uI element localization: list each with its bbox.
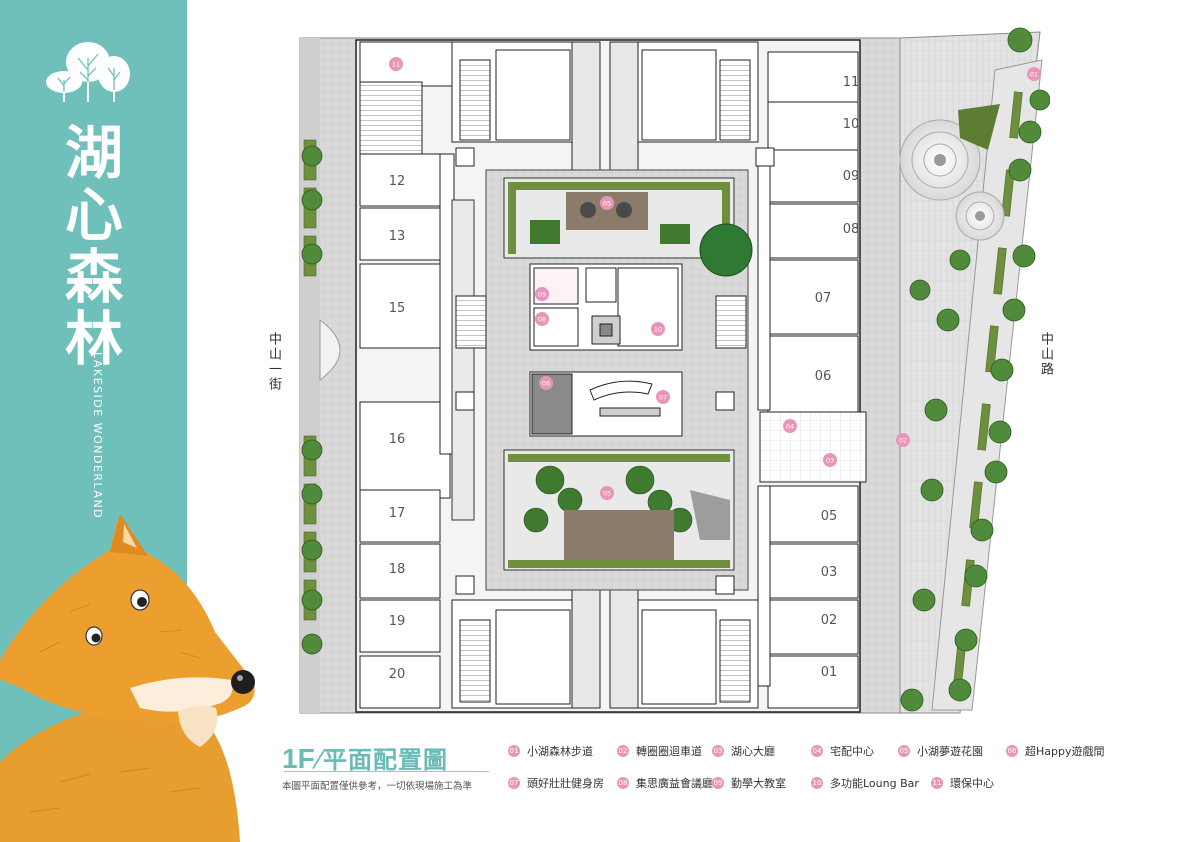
- project-title: 湖 心 森 林: [54, 122, 134, 370]
- project-subtitle: LAKESIDE WONDERLAND: [91, 352, 104, 520]
- unit-label: 03: [821, 565, 838, 580]
- north-garden: [503, 177, 753, 277]
- svg-text:08: 08: [538, 316, 546, 324]
- legend-marker-icon: 03: [712, 745, 724, 757]
- legend-marker-icon: 04: [811, 745, 823, 757]
- marker-07: 07: [656, 390, 670, 404]
- legend-item: 07 頭好壯壯健身房: [508, 775, 604, 791]
- legend-item: 03 湖心大廳: [712, 743, 775, 759]
- gym-block: [529, 371, 683, 437]
- left-unit-column: [359, 41, 455, 709]
- legend-label: 小湖森林步道: [527, 745, 593, 758]
- legend-divider: [284, 771, 489, 772]
- fountain-plaza: [899, 104, 1005, 241]
- road-label-right: 中山路: [1038, 332, 1053, 377]
- title-char: 湖: [64, 119, 123, 187]
- unit-label: 18: [389, 562, 406, 577]
- unit-label: 15: [389, 301, 406, 316]
- svg-text:05: 05: [603, 200, 611, 208]
- marker-05b: 05: [600, 486, 614, 500]
- amenity-block: [529, 263, 683, 351]
- legend-heading: 1F⁄平面配置圖: [282, 740, 448, 775]
- floor-plan: 12 13 15 16 17 18 19 20 11 10 09 08 07 0…: [299, 27, 1050, 714]
- unit-label: 17: [389, 506, 406, 521]
- legend-label: 頭好壯壯健身房: [527, 777, 604, 790]
- legend-label: 湖心大廳: [731, 745, 775, 758]
- floor-label: 1F: [282, 743, 315, 774]
- unit-label: 19: [389, 614, 406, 629]
- south-garden: [503, 449, 735, 571]
- marker-04: 04: [783, 419, 797, 433]
- marker-03: 03: [823, 453, 837, 467]
- svg-text:01: 01: [1030, 71, 1038, 79]
- legend-item: 11 環保中心: [931, 775, 994, 791]
- disclaimer-note: 本圖平面配置僅供參考，一切依現場施工為準: [282, 781, 473, 792]
- legend-label: 環保中心: [950, 777, 994, 790]
- legend-item: 04 宅配中心: [811, 743, 874, 759]
- unit-label: 16: [389, 432, 406, 447]
- unit-label: 08: [843, 222, 860, 237]
- unit-label: 06: [815, 369, 832, 384]
- legend-label: 宅配中心: [830, 745, 874, 758]
- svg-text:07: 07: [659, 394, 667, 402]
- unit-label: 09: [843, 169, 860, 184]
- svg-text:04: 04: [786, 423, 794, 431]
- svg-text:06: 06: [542, 380, 550, 388]
- marker-10: 10: [651, 322, 665, 336]
- legend-item: 09 勤學大教室: [712, 775, 786, 791]
- legend-label: 多功能Loung Bar: [830, 777, 919, 790]
- legend-item: 01 小湖森林步道: [508, 743, 593, 759]
- legend-marker-icon: 02: [617, 745, 629, 757]
- svg-text:10: 10: [654, 326, 662, 334]
- legend-marker-icon: 01: [508, 745, 520, 757]
- legend-item: 08 集思廣益會議廳: [617, 775, 713, 791]
- road-label-left: 中山一街: [266, 332, 281, 392]
- marker-01: 01: [1027, 67, 1041, 81]
- unit-label: 11: [843, 75, 860, 90]
- unit-label: 02: [821, 613, 838, 628]
- svg-text:03: 03: [826, 457, 834, 465]
- legend-marker-icon: 09: [712, 777, 724, 789]
- svg-text:09: 09: [538, 291, 546, 299]
- title-char: 心: [64, 181, 123, 249]
- right-unit-column: [757, 51, 867, 709]
- legend-item: 10 多功能Loung Bar: [811, 775, 919, 791]
- legend-item: 02 轉圈圈迴車道: [617, 743, 702, 759]
- slash-divider: ⁄: [316, 745, 322, 775]
- svg-text:02: 02: [899, 437, 907, 445]
- legend-label: 轉圈圈迴車道: [636, 745, 702, 758]
- marker-05a: 05: [600, 196, 614, 210]
- tree-logo-icon: [46, 42, 130, 102]
- legend-marker-icon: 05: [898, 745, 910, 757]
- title-char: 林: [64, 305, 123, 373]
- legend-marker-icon: 06: [1006, 745, 1018, 757]
- marker-02: 02: [896, 433, 910, 447]
- unit-label: 13: [389, 229, 406, 244]
- unit-label: 20: [389, 667, 406, 682]
- legend-marker-icon: 10: [811, 777, 823, 789]
- legend-marker-icon: 11: [931, 777, 943, 789]
- legend-label: 勤學大教室: [731, 777, 786, 790]
- svg-text:11: 11: [392, 61, 400, 69]
- legend-item: 05 小湖夢遊花園: [898, 743, 983, 759]
- marker-11: 11: [389, 57, 403, 71]
- unit-label: 01: [821, 665, 838, 680]
- legend-label: 集思廣益會議廳: [636, 777, 713, 790]
- plan-title: 平面配置圖: [323, 746, 449, 774]
- unit-label: 10: [843, 117, 860, 132]
- title-char: 森: [64, 243, 123, 311]
- legend-marker-icon: 08: [617, 777, 629, 789]
- unit-label: 05: [821, 509, 838, 524]
- marker-06: 06: [539, 376, 553, 390]
- legend-label: 小湖夢遊花園: [917, 745, 983, 758]
- unit-label: 12: [389, 174, 406, 189]
- legend-label: 超Happy遊戲間: [1025, 745, 1105, 758]
- fox-illustration: [0, 514, 255, 842]
- marker-09: 09: [535, 287, 549, 301]
- legend-marker-icon: 07: [508, 777, 520, 789]
- marker-08: 08: [535, 312, 549, 326]
- legend-item: 06 超Happy遊戲間: [1006, 743, 1105, 759]
- unit-label: 07: [815, 291, 832, 306]
- svg-text:05: 05: [603, 490, 611, 498]
